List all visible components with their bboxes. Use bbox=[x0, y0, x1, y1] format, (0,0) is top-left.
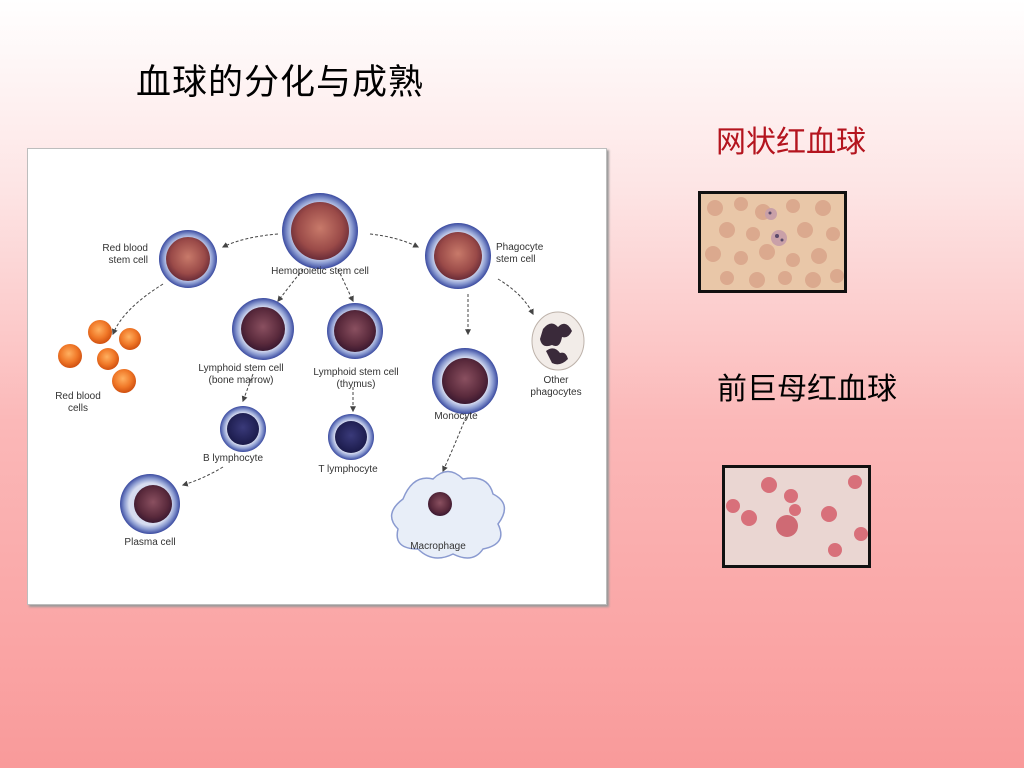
diagram-arrows bbox=[112, 233, 534, 487]
label-phagocyte-stem-cell-1: Phagocyte bbox=[496, 242, 544, 253]
red-blood-cells bbox=[58, 320, 141, 393]
label-red-blood-cells-1: Red blood bbox=[55, 391, 101, 402]
label-other-phagocytes-1: Other bbox=[543, 375, 569, 386]
label-phagocyte-stem-cell-2: stem cell bbox=[496, 254, 535, 265]
hematopoiesis-diagram-svg: Hemopoietic stem cell Red blood stem cel… bbox=[55, 193, 585, 559]
t-lymphocyte bbox=[328, 414, 374, 460]
reticulocyte-photo bbox=[698, 191, 847, 293]
label-hemopoietic-stem-cell: Hemopoietic stem cell bbox=[271, 266, 369, 277]
diagram-labels: Hemopoietic stem cell Red blood stem cel… bbox=[55, 242, 581, 552]
b-lymphocyte bbox=[220, 406, 266, 452]
label-monocyte: Monocyte bbox=[434, 411, 478, 422]
megaloblast-photo bbox=[722, 465, 871, 568]
label-red-blood-stem-cell-1: Red blood bbox=[102, 243, 148, 254]
lymphoid-stem-cell-thymus bbox=[327, 303, 383, 359]
label-lymphoid-stem-cell-bm-1: Lymphoid stem cell bbox=[198, 363, 283, 374]
lymphoid-stem-cell-bone-marrow bbox=[232, 298, 294, 360]
label-plasma-cell: Plasma cell bbox=[124, 537, 175, 548]
label-t-lymphocyte: T lymphocyte bbox=[318, 464, 378, 475]
label-lymphoid-stem-cell-thymus-1: Lymphoid stem cell bbox=[313, 367, 398, 378]
page-title: 血球的分化与成熟 bbox=[136, 63, 425, 103]
label-red-blood-cells-2: cells bbox=[68, 403, 88, 414]
other-phagocytes bbox=[531, 311, 585, 371]
megaloblast-label: 前巨母红血球 bbox=[717, 372, 897, 407]
label-other-phagocytes-2: phagocytes bbox=[530, 387, 581, 398]
label-lymphoid-stem-cell-bm-2: (bone marrow) bbox=[208, 375, 273, 386]
label-lymphoid-stem-cell-thymus-2: (thymus) bbox=[337, 379, 376, 390]
hematopoiesis-diagram: Hemopoietic stem cell Red blood stem cel… bbox=[27, 148, 607, 605]
monocyte bbox=[432, 348, 498, 414]
label-red-blood-stem-cell-2: stem cell bbox=[109, 255, 148, 266]
reticulocyte-label: 网状红血球 bbox=[716, 125, 866, 160]
red-blood-stem-cell bbox=[159, 230, 217, 288]
label-macrophage: Macrophage bbox=[410, 541, 466, 552]
phagocyte-stem-cell bbox=[425, 223, 491, 289]
label-b-lymphocyte: B lymphocyte bbox=[203, 453, 263, 464]
reticulocyte-micrograph bbox=[701, 194, 844, 290]
plasma-cell bbox=[120, 474, 180, 534]
megaloblast-micrograph bbox=[725, 468, 868, 565]
hemopoietic-stem-cell bbox=[282, 193, 358, 269]
macrophage bbox=[390, 470, 506, 559]
